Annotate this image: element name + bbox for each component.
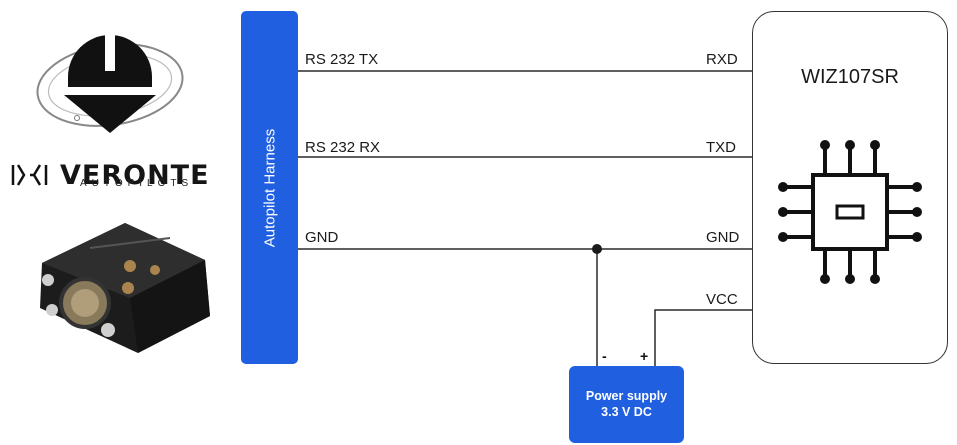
power-supply-box [569,366,684,443]
wire-label-gnd: GND [305,229,339,246]
logo-wordmark: VERONTE [60,160,210,191]
autopilot-harness-bar [241,11,298,364]
psu-title: Power supply [585,389,668,403]
pin-label-rxd: RXD [706,51,738,68]
chip-icon [778,140,922,284]
harness-label: Autopilot Harness [261,128,279,248]
psu-plus-terminal: + [640,348,649,364]
pin-label-txd: TXD [706,139,736,156]
pin-label-vcc: VCC [706,291,738,308]
autopilot-device-image [40,223,210,353]
power-supply-label: Power supply 3.3 V DC [569,388,684,420]
gnd-junction-dot [592,244,602,254]
device-name: WIZ107SR [801,66,899,88]
wire-vcc [654,309,752,366]
wire-label-tx: RS 232 TX [305,51,379,68]
psu-voltage: 3.3 V DC [601,405,652,419]
veronte-mark-icon [11,164,48,186]
logo-subtitle: AUTOPILOTS [80,178,194,189]
psu-minus-terminal: - [602,348,607,364]
veronte-logo-emblem [36,33,184,133]
wire-label-rx: RS 232 RX [305,139,381,156]
pin-label-gnd: GND [706,229,740,246]
